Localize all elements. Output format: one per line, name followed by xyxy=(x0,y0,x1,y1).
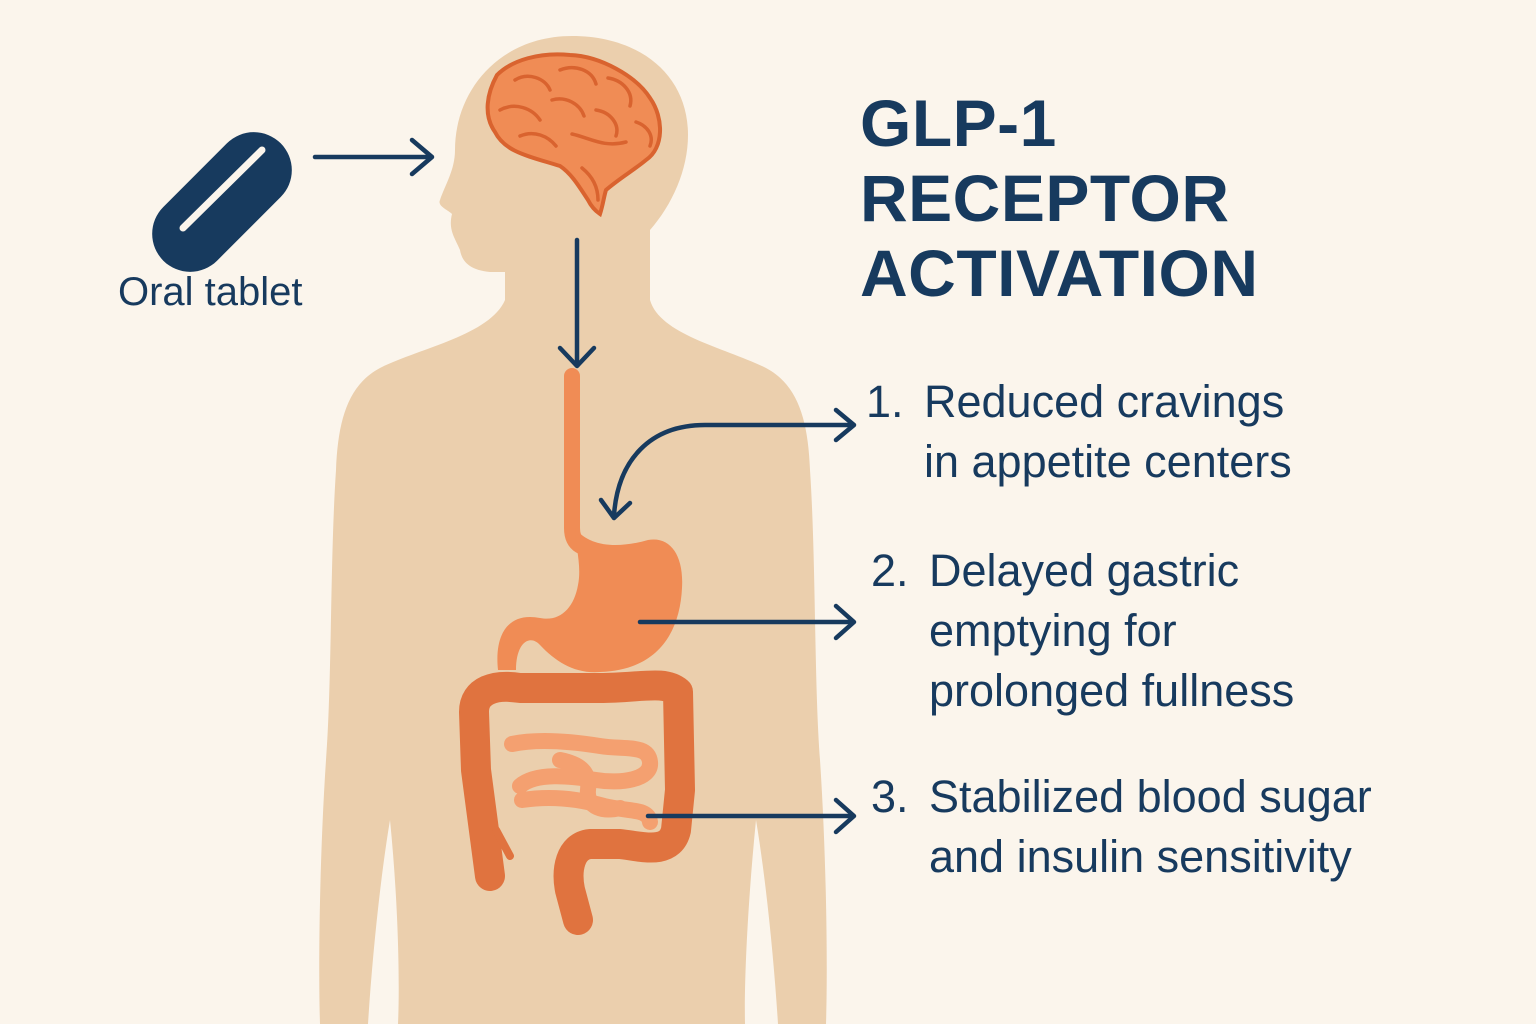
title-line-3: ACTIVATION xyxy=(860,236,1259,310)
brain-to-stomach-arrowhead xyxy=(557,345,597,369)
effect-number: 3. xyxy=(871,771,909,822)
tablet-label: Oral tablet xyxy=(118,270,303,314)
intestines-icon xyxy=(459,670,695,935)
stomach-icon xyxy=(497,368,683,673)
effect-1-arrow-icon xyxy=(611,422,855,518)
effect-line: prolonged fullness xyxy=(929,665,1295,716)
effect-text: Delayed gastric emptying for prolonged f… xyxy=(929,541,1294,721)
effect-line: emptying for xyxy=(929,605,1177,656)
effect-3-arrowhead xyxy=(833,797,857,835)
effect-text: Stabilized blood sugar and insulin sensi… xyxy=(929,767,1372,887)
effect-2-arrowhead xyxy=(833,603,857,641)
tablet-to-brain-arrowhead xyxy=(409,137,435,177)
title-line-1: GLP-1 xyxy=(860,86,1057,160)
effect-1-arrowhead-down xyxy=(598,497,633,521)
brain-icon xyxy=(485,52,663,218)
effect-1-arrowhead-right xyxy=(833,407,857,443)
tablet-icon xyxy=(152,132,292,272)
effect-line: Reduced cravings xyxy=(924,376,1285,427)
title-line-2: RECEPTOR xyxy=(860,161,1230,235)
page-title: GLP-1 RECEPTOR ACTIVATION xyxy=(860,86,1259,311)
effect-line: and insulin sensitivity xyxy=(929,831,1352,882)
effect-line: in appetite centers xyxy=(924,436,1292,487)
effect-number: 1. xyxy=(866,376,904,427)
effect-line: Stabilized blood sugar xyxy=(929,771,1372,822)
effect-line: Delayed gastric xyxy=(929,545,1240,596)
effect-text: Reduced cravings in appetite centers xyxy=(924,372,1292,492)
effect-number: 2. xyxy=(871,545,909,596)
